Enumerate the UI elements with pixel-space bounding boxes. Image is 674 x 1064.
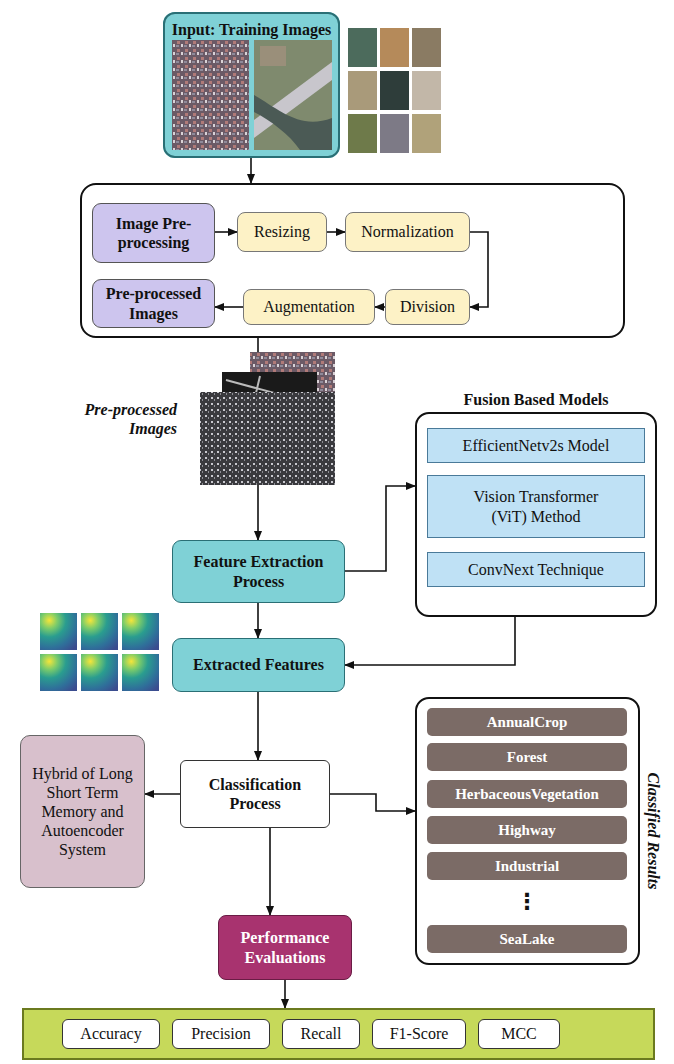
node-label: Forest [507,748,548,766]
node-label: Image Pre-processing [96,214,211,252]
illustration-part [200,392,335,485]
node-label: HerbaceousVegetation [455,785,599,803]
illustration-part [348,28,377,67]
connector-arrow [470,232,488,307]
class-box: AnnualCrop [427,708,627,736]
node-label: Industrial [495,857,559,875]
node-label: Extracted Features [193,655,324,674]
group-frame: Classified ResultsAnnualCropForestHerbac… [415,697,640,965]
node-label: Resizing [254,222,310,241]
node-label: Highway [498,821,556,839]
illustration-part [260,46,286,66]
process-box: Classification Process [180,760,330,828]
metric-box: F1-Score [372,1019,466,1049]
metric-box: Recall [282,1019,360,1049]
connector-arrow [257,692,259,760]
node-label: Normalization [361,222,453,241]
connector-arrow [257,603,259,638]
node-label: MCC [501,1024,537,1043]
node-label: SeaLake [499,930,554,948]
classifier-box: Hybrid of Long Short Term Memory and Aut… [20,735,145,888]
node-label: Performance Evaluations [223,928,347,966]
connector-arrow [250,158,252,183]
metric-bar: Accuracy Precision Recall F1-Score MCC [22,1008,655,1060]
process-box: Extracted Features [172,638,345,692]
node-label: AnnualCrop [487,713,568,731]
class-box: Industrial [427,852,627,880]
class-box: HerbaceousVegetation [427,780,627,808]
illustration-part [380,114,409,153]
connector-arrow [215,231,237,233]
illustration-part [163,12,340,158]
node-label: Recall [301,1024,342,1043]
node-label: Hybrid of Long Short Term Memory and Aut… [27,764,138,860]
node-label: Vision Transformer (ViT) Method [458,487,614,525]
node-label: Pre-processed Images [96,284,211,322]
process-box: Feature Extraction Process [172,540,345,603]
group-frame: Fusion Based ModelsEfficientNetv2s Model… [415,412,657,617]
model-box: Vision Transformer (ViT) Method [427,475,645,538]
step-box: Division [385,289,470,325]
process-box: Performance Evaluations [218,915,352,980]
illustration-part [412,71,441,110]
illustration-part [254,95,332,150]
step-box: Resizing [237,212,327,252]
connector-arrow [145,793,180,795]
connector-arrow [269,828,271,915]
model-box: EfficientNetv2s Model [427,428,645,463]
metric-box: Precision [172,1019,270,1049]
input-box: Input: Training Images [163,12,340,158]
illustration-part [40,613,77,650]
metric-box: Accuracy [62,1019,160,1049]
ellipsis-mark: ⋮ [427,882,627,922]
step-box: Image Pre-processing [92,203,215,263]
illustration-part [412,114,441,153]
connector-arrow [330,794,415,811]
node-label: EfficientNetv2s Model [463,436,610,455]
connector-arrow [345,486,415,571]
node-label: Augmentation [263,297,355,316]
node-label: Feature Extraction Process [179,552,338,590]
connector-arrow [345,617,515,665]
illustration-part [81,613,118,650]
group-frame: Image Pre-processing Resizing Normalizatio… [80,183,625,338]
class-box: Highway [427,816,627,844]
illustration-part [122,613,159,650]
group-heading: Classified Results [642,731,662,931]
node-label: Input: Training Images [172,20,331,39]
step-box: Pre-processed Images [92,279,215,328]
illustration-part [348,114,377,153]
side-label: Pre-processed Images [72,400,177,438]
class-box: Forest [427,743,627,771]
connector-arrow [375,306,385,308]
metric-box: MCC [478,1019,560,1049]
illustration-part [81,654,118,691]
node-label: Classification Process [187,775,323,813]
connector-arrow [215,306,243,308]
illustration-part [412,28,441,67]
class-box: SeaLake [427,925,627,953]
illustration-part [348,71,377,110]
node-label: Accuracy [80,1024,141,1043]
node-label: Division [400,297,455,316]
connector-arrow [327,231,345,233]
model-box: ConvNext Technique [427,552,645,587]
illustration-part [380,28,409,67]
illustration-part [254,40,332,150]
step-box: Normalization [345,212,470,252]
illustration-part [172,40,249,150]
node-label: Precision [191,1024,251,1043]
illustration-part [122,654,159,691]
node-label: ConvNext Technique [468,560,604,579]
illustration-part [40,654,77,691]
illustration-part [380,71,409,110]
group-heading: Fusion Based Models [417,391,655,409]
node-label: F1-Score [390,1024,449,1043]
step-box: Augmentation [243,289,375,325]
connector-arrow [284,980,286,1008]
